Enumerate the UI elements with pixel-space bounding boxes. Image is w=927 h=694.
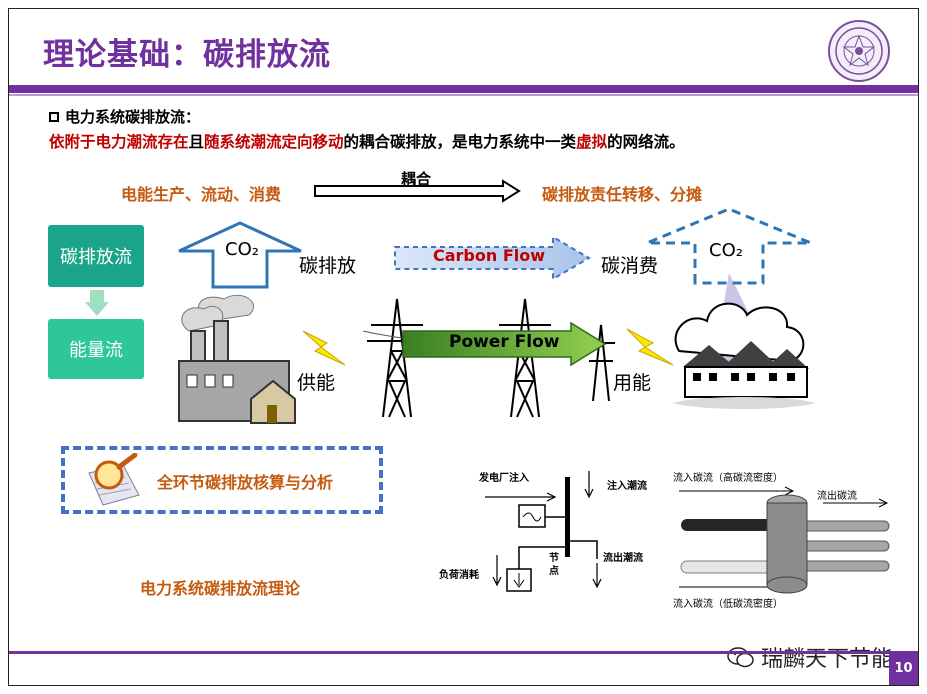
carbon-pipe-diagram-icon bbox=[679, 486, 890, 594]
definition-part6: 的网络流。 bbox=[607, 133, 685, 151]
down-arrow-icon bbox=[85, 290, 109, 316]
magnifier-document-icon bbox=[88, 453, 140, 506]
watermark: 瑞麟天下节能 bbox=[727, 641, 893, 673]
emission-label: 碳排放 bbox=[299, 255, 357, 277]
definition-part3: 随系统潮流定向移动 bbox=[204, 133, 344, 151]
carbon-flow-label: Carbon Flow bbox=[433, 246, 546, 265]
supply-label: 供能 bbox=[297, 372, 336, 394]
use-label: 用能 bbox=[613, 372, 652, 394]
power-flow-arrow-icon bbox=[402, 321, 607, 367]
node-diagram-icon bbox=[485, 471, 602, 592]
analysis-label: 全环节碳排放核算与分析 bbox=[157, 473, 334, 492]
coupling-arrow-icon bbox=[314, 179, 521, 203]
co2-emission-arrow-icon bbox=[178, 221, 302, 289]
lightning-left-icon bbox=[302, 330, 346, 366]
coupling-label: 耦合 bbox=[401, 170, 432, 188]
title-bar bbox=[9, 85, 918, 93]
energy-flow-box: 能量流 bbox=[48, 319, 144, 379]
title-bar-underline bbox=[9, 94, 918, 96]
definition-part2: 且 bbox=[188, 133, 205, 151]
university-seal-logo bbox=[828, 20, 890, 82]
bullet-square-icon bbox=[49, 111, 59, 122]
bottom-bar bbox=[9, 651, 889, 654]
slide-title: 理论基础：碳排放流 bbox=[43, 37, 331, 73]
watermark-text: 瑞麟天下节能 bbox=[761, 647, 894, 672]
city-houses-icon bbox=[673, 273, 815, 409]
inflow-high-label: 流入碳流（高碳流密度） bbox=[673, 473, 783, 484]
consumption-label: 碳消费 bbox=[601, 255, 659, 277]
power-flow-label: Power Flow bbox=[449, 332, 560, 352]
co2-right-label: CO₂ bbox=[709, 240, 743, 261]
wechat-icon bbox=[727, 647, 754, 668]
node-label: 节点 bbox=[549, 553, 559, 577]
definition-text: 依附于电力潮流存在且随系统潮流定向移动的耦合碳排放，是电力系统中一类虚拟的网络流… bbox=[49, 130, 685, 152]
slide: 理论基础：碳排放流 电力系统碳排放流： 依附于电力潮流存在且随系统潮流定向移动的… bbox=[8, 8, 919, 686]
lightning-right-icon bbox=[626, 328, 674, 366]
inject-flow-label: 注入潮流 bbox=[607, 481, 647, 492]
definition-part1: 依附于电力潮流存在 bbox=[49, 133, 189, 151]
definition-part5: 虚拟 bbox=[576, 133, 608, 151]
load-label: 负荷消耗 bbox=[439, 570, 479, 581]
carbon-flow-arrow-icon bbox=[394, 235, 591, 281]
co2-left-label: CO₂ bbox=[225, 239, 259, 260]
plant-inject-label: 发电厂注入 bbox=[479, 473, 529, 484]
inflow-low-label: 流入碳流（低碳流密度） bbox=[673, 599, 783, 610]
outflow-carbon-label: 流出碳流 bbox=[817, 491, 857, 502]
generation-label: 电能生产、流动、消费 bbox=[121, 185, 282, 204]
power-plant-icon bbox=[178, 294, 296, 424]
co2-consumption-arrow-icon bbox=[646, 207, 812, 285]
theory-label: 电力系统碳排放流理论 bbox=[140, 579, 301, 598]
bullet-heading: 电力系统碳排放流： bbox=[49, 106, 200, 127]
bullet-heading-text: 电力系统碳排放流： bbox=[65, 108, 201, 126]
definition-part4: 的耦合碳排放，是电力系统中一类 bbox=[343, 133, 577, 151]
carbon-flow-box: 碳排放流 bbox=[48, 225, 144, 287]
outflow-label: 流出潮流 bbox=[603, 553, 643, 564]
analysis-box bbox=[61, 446, 383, 514]
page-number: 10 bbox=[889, 651, 918, 685]
responsibility-label: 碳排放责任转移、分摊 bbox=[542, 185, 703, 204]
